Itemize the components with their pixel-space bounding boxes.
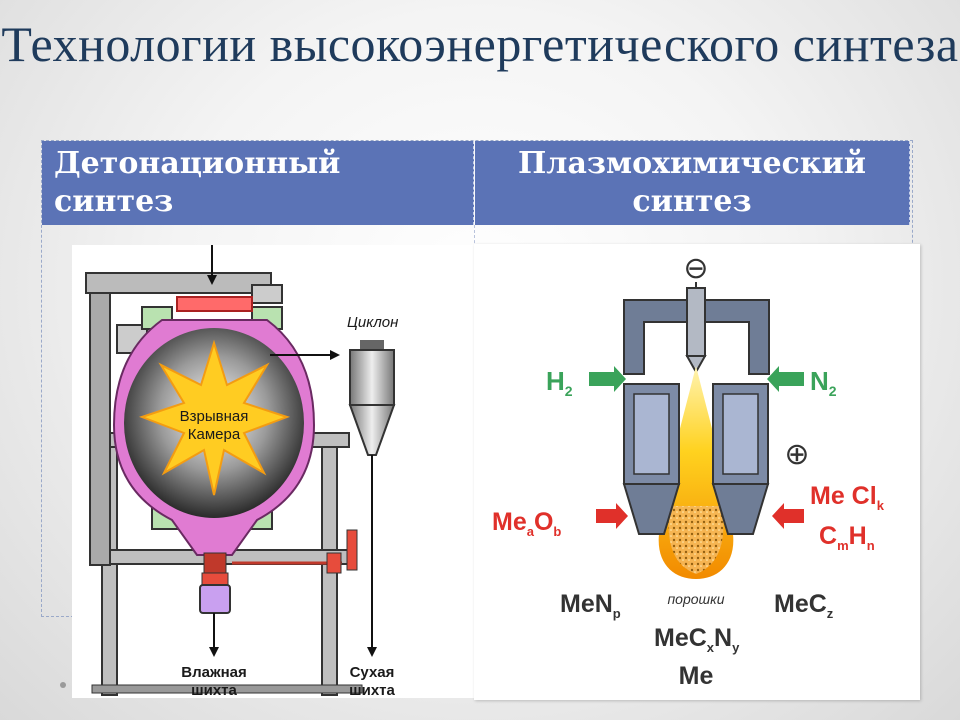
chamber-label-line2: Камера [188, 426, 241, 443]
product-carbide: MeCz [774, 590, 834, 621]
plasma-diagram-svg: ⊖ ⊕ H2 N2 MeaOb Me Clk CmHn MeNp [492, 252, 885, 690]
dry-charge-line2: шихта [349, 682, 395, 698]
reagent-metal-chloride: Me Clk [810, 482, 885, 513]
table-header-detonation: Детонационный синтез [42, 141, 474, 225]
wet-charge-line1: Влажная [181, 664, 247, 681]
plus-terminal: ⊕ [784, 438, 809, 471]
slide-title-text: Технологии высокоэнергетического синтеза [1, 16, 959, 72]
gas-n2: N2 [810, 366, 837, 399]
product-nitride: MeNp [560, 590, 621, 621]
reagent-hydrocarbon: CmHn [819, 522, 875, 553]
reagent-metal-oxide: MeaOb [492, 508, 561, 539]
product-metal: Me [679, 662, 714, 690]
table-header-plasma: Плазмохимический синтез [475, 141, 910, 225]
wet-charge-line2: шихта [191, 682, 237, 698]
detonation-diagram-svg: Взрывная Камера Влажная шихта Циклон Сух… [85, 245, 398, 699]
minus-terminal: ⊖ [683, 252, 708, 285]
dry-charge-line1: Сухая [350, 664, 395, 681]
plasma-synthesis-diagram: ⊖ ⊕ H2 N2 MeaOb Me Clk CmHn MeNp [474, 244, 920, 700]
bullet-dot [60, 682, 66, 688]
product-carbonitride: MeCxNy [654, 624, 740, 655]
slide-title: Технологии высокоэнергетического синтеза [0, 4, 960, 84]
powders-label: порошки [667, 591, 724, 607]
chamber-label-line1: Взрывная [180, 408, 249, 425]
detonation-installation-diagram: Взрывная Камера Влажная шихта Циклон Сух… [72, 245, 488, 699]
cyclone-label: Циклон [347, 314, 398, 331]
gas-h2: H2 [546, 366, 573, 399]
